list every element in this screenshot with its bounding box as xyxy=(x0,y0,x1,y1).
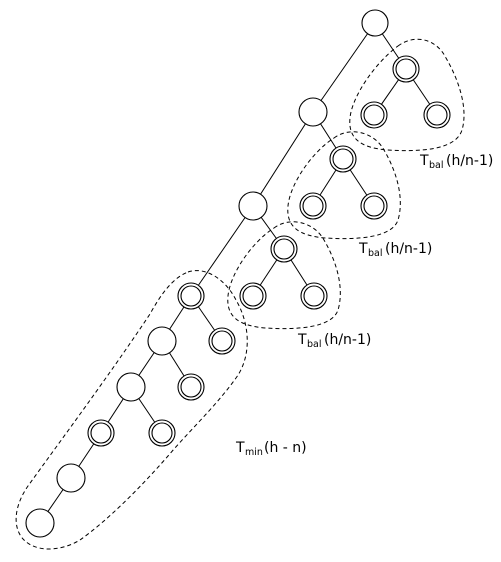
label-symbol: T xyxy=(235,440,245,456)
label-symbol: T xyxy=(419,153,429,169)
min-tree-node-ring xyxy=(180,376,202,398)
min-tree-node xyxy=(177,373,205,401)
min-tree-node xyxy=(116,372,146,402)
label-balanced-3: T bal (h/n-1) xyxy=(297,332,371,350)
balanced-subtree-outline-3 xyxy=(227,221,341,330)
min-tree-node xyxy=(147,326,177,356)
balanced-subtree-outline-2 xyxy=(287,131,401,240)
spine-edge xyxy=(190,205,254,297)
subtree-node-ring xyxy=(426,104,448,126)
subtree-node xyxy=(300,282,328,310)
min-tree-node xyxy=(25,508,55,538)
label-symbol: T xyxy=(297,332,307,348)
spine-node xyxy=(238,191,268,221)
subtree-node xyxy=(392,55,420,83)
balanced-subtree-1 xyxy=(360,55,451,129)
subtree-node-ring xyxy=(363,104,385,126)
min-tree-node-ring xyxy=(211,330,233,352)
subtree-node xyxy=(423,101,451,129)
balanced-subtree-3 xyxy=(239,235,328,310)
subtree-node-ring xyxy=(363,195,385,217)
min-tree-node xyxy=(56,463,86,493)
min-tree-node-ring xyxy=(151,422,173,444)
min-tree-node xyxy=(87,419,115,447)
subtree-node xyxy=(360,101,388,129)
subtree-node xyxy=(299,192,327,220)
subtree-node-ring xyxy=(273,238,295,260)
subtree-node-ring xyxy=(332,148,354,170)
label-argument: (h/n-1) xyxy=(446,153,493,169)
group-outlines xyxy=(15,38,465,550)
spine-edges xyxy=(190,22,376,297)
min-tree-node-ring xyxy=(180,285,202,307)
min-tree-nodes xyxy=(25,282,236,538)
subtree-node xyxy=(239,282,267,310)
min-tree-node xyxy=(177,282,205,310)
label-symbol: T xyxy=(358,241,368,257)
label-min: T min (h - n) xyxy=(235,440,307,458)
min-tree-node xyxy=(148,419,176,447)
subtree-node-ring xyxy=(303,285,325,307)
label-subscript: bal xyxy=(368,248,383,259)
spine-node xyxy=(361,9,389,37)
spine-edge xyxy=(252,111,314,207)
subtree-node-ring xyxy=(242,285,264,307)
subtree-node xyxy=(270,235,298,263)
label-balanced-2: T bal (h/n-1) xyxy=(358,241,432,259)
balanced-subtree-outline-1 xyxy=(349,38,465,152)
label-argument: (h/n-1) xyxy=(324,332,371,348)
label-subscript: bal xyxy=(307,339,322,350)
label-balanced-1: T bal (h/n-1) xyxy=(419,153,493,171)
min-tree-node xyxy=(208,327,236,355)
subtree-node-ring xyxy=(395,58,417,80)
subtree-node xyxy=(329,145,357,173)
balanced-subtree-2 xyxy=(299,145,388,220)
min-tree-node-ring xyxy=(90,422,112,444)
spine-nodes xyxy=(238,9,389,221)
label-subscript: bal xyxy=(429,160,444,171)
subtree-node xyxy=(360,192,388,220)
subtree-node-ring xyxy=(302,195,324,217)
label-subscript: min xyxy=(245,447,263,458)
spine-edge xyxy=(312,22,376,113)
spine-node xyxy=(298,97,328,127)
min-tree-outline xyxy=(15,270,248,550)
label-argument: (h - n) xyxy=(264,440,307,456)
label-argument: (h/n-1) xyxy=(385,241,432,257)
